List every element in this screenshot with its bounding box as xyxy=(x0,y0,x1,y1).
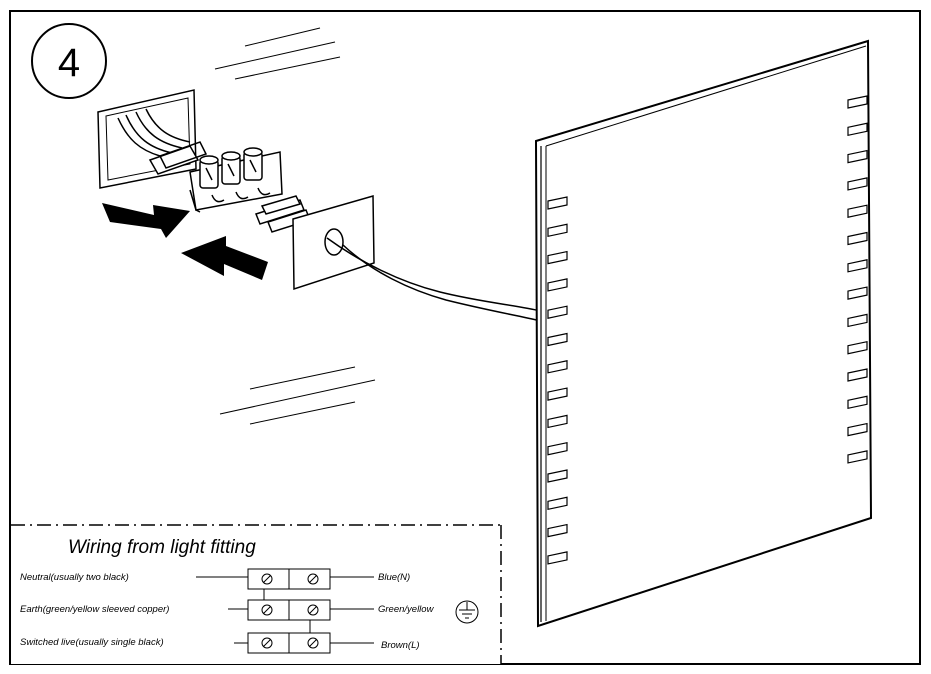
light-strip xyxy=(547,414,568,429)
wall-box xyxy=(97,89,197,189)
legend-row-live-left: Switched live(usually single black) xyxy=(20,637,164,648)
light-strip xyxy=(547,441,568,456)
wall-hatch-top xyxy=(214,27,341,80)
screw-terminal-icon xyxy=(261,637,273,649)
screw-terminals xyxy=(261,573,319,649)
light-strip xyxy=(547,196,568,210)
wiring-legend: Wiring from light fitting Neutral(usuall… xyxy=(11,524,502,664)
light-strip xyxy=(547,523,568,538)
screw-terminal-icon xyxy=(261,573,273,585)
light-strip xyxy=(547,360,568,374)
light-strip xyxy=(547,278,568,292)
light-strip xyxy=(847,395,868,410)
wall-hatch-bottom xyxy=(219,366,376,425)
earth-ground-icon xyxy=(455,600,479,624)
light-strip xyxy=(847,149,868,164)
light-strip xyxy=(547,305,568,319)
light-strip xyxy=(847,204,868,218)
screw-terminal-icon xyxy=(307,604,319,616)
light-strip xyxy=(847,368,868,382)
light-strip xyxy=(847,422,868,437)
arrow-icon xyxy=(102,203,268,280)
supply-cable xyxy=(326,237,542,322)
legend-title: Wiring from light fitting xyxy=(68,537,256,558)
mirror-panel xyxy=(534,39,873,628)
light-strip xyxy=(847,340,868,355)
legend-row-neutral-left: Neutral(usually two black) xyxy=(20,572,129,583)
legend-row-live-right: Brown(L) xyxy=(381,640,420,651)
mirror-light-strips-right xyxy=(847,95,868,464)
light-strip xyxy=(547,469,568,483)
light-strip xyxy=(847,259,868,273)
light-strip xyxy=(847,231,868,246)
light-strip xyxy=(547,496,568,511)
step-number: 4 xyxy=(58,41,80,85)
light-strip xyxy=(547,332,568,347)
terminal-block xyxy=(148,141,283,213)
light-strip xyxy=(547,250,568,265)
light-strip xyxy=(847,313,868,328)
light-strip xyxy=(847,95,868,109)
legend-row-earth-right: Green/yellow xyxy=(378,604,435,615)
light-strip xyxy=(547,223,568,238)
screw-terminal-icon xyxy=(307,637,319,649)
step-badge: 4 xyxy=(31,23,107,99)
screw-terminal-icon xyxy=(261,604,273,616)
light-strip xyxy=(547,387,568,401)
legend-row-neutral-right: Blue(N) xyxy=(378,572,410,583)
light-strip xyxy=(847,286,868,300)
light-strip xyxy=(847,450,868,464)
legend-row-earth-left: Earth(green/yellow sleeved copper) xyxy=(20,604,169,615)
screw-terminal-icon xyxy=(307,573,319,585)
mirror-light-strips-left xyxy=(547,196,568,565)
light-strip xyxy=(547,551,568,565)
light-strip xyxy=(847,177,868,191)
light-strip xyxy=(847,122,868,137)
